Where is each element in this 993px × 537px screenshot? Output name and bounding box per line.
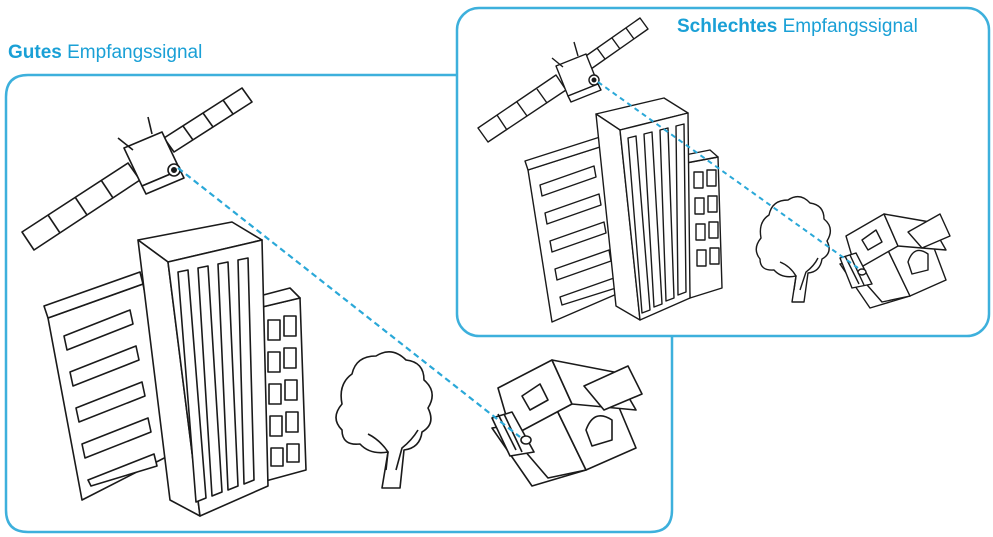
- panel-frames: [4, 6, 991, 534]
- tree-good: [335, 351, 433, 489]
- house-bad: [839, 213, 951, 309]
- bad-signal-title: Schlechtes Empfangssignal: [677, 16, 918, 38]
- satellite-bad: [477, 17, 649, 143]
- tree-bad: [755, 195, 832, 303]
- house-good: [491, 359, 643, 487]
- tall-tower-good: [137, 221, 269, 517]
- signal-line-good: [177, 167, 521, 438]
- bad-panel-illustration: [477, 17, 951, 323]
- bad-signal-title-rest: Empfangssignal: [777, 16, 918, 37]
- good-signal-title-rest: Empfangssignal: [61, 42, 203, 63]
- bad-panel-frame: [455, 6, 991, 338]
- bad-signal-title-bold: Schlechtes: [677, 16, 778, 37]
- left-building-good: [43, 271, 177, 501]
- right-building-good: [251, 287, 307, 483]
- tall-tower-bad: [595, 97, 691, 321]
- good-panel-frame: [4, 73, 674, 534]
- satellite-good: [21, 87, 253, 251]
- good-signal-title-bold: Gutes: [8, 42, 62, 63]
- left-building-bad: [524, 136, 627, 323]
- good-signal-title: Gutes Empfangssignal: [8, 42, 202, 64]
- good-panel-illustration: [21, 87, 643, 517]
- right-building-bad: [679, 149, 723, 299]
